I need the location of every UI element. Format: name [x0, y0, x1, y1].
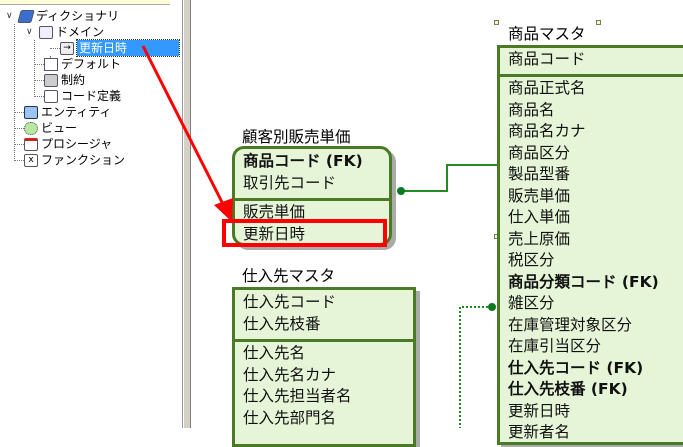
chevron-down-icon[interactable]: ∨: [26, 27, 33, 37]
attr: 商品名: [508, 100, 555, 119]
tree-label: ファンクション: [41, 153, 126, 167]
attr: 製品型番: [508, 165, 571, 183]
attr: 在庫管理対象区分: [508, 315, 633, 334]
attr: 更新日時: [243, 224, 306, 243]
attr: 仕入先枝番 (FK): [508, 380, 628, 398]
key-attr: 商品コード (FK): [243, 152, 363, 170]
tree-label: ディクショナリ: [36, 9, 120, 23]
entity-title: 仕入先マスタ: [242, 267, 336, 285]
relationship-lines: [397, 164, 497, 428]
attr: 更新日時: [508, 401, 571, 420]
key-attr: 仕入先コード: [243, 293, 337, 311]
tree-label: デフォルト: [61, 57, 122, 71]
key-attr: 商品コード: [508, 50, 586, 68]
attr: 商品正式名: [508, 79, 586, 97]
constraint-icon: [44, 73, 58, 87]
resize-handle[interactable]: [494, 20, 499, 25]
attr: 売上原価: [508, 229, 571, 248]
attr: 販売単価: [243, 203, 306, 221]
tree-label: 制約: [61, 73, 86, 87]
entity-title: 顧客別販売単価: [242, 128, 351, 146]
tree-item-update-datetime[interactable]: →更新日時: [60, 39, 180, 57]
entity-icon: [24, 105, 38, 119]
highlight-box: [222, 219, 387, 247]
domain-icon: [39, 25, 53, 39]
attr: 商品区分: [508, 143, 571, 162]
entity-customer-price[interactable]: 商品コード (FK) 取引先コード 販売単価更新日時: [232, 146, 392, 246]
attr: 在庫引当区分: [508, 337, 602, 355]
tree-item-entity[interactable]: エンティティ: [24, 104, 112, 120]
tree-item-view[interactable]: ビュー: [24, 120, 77, 136]
attr: 税区分: [508, 251, 555, 269]
attr: 仕入先名カナ: [243, 365, 337, 384]
tree-item-dictionary[interactable]: ∨ ディクショナリ: [6, 8, 119, 24]
tree-item-code-definition[interactable]: コード定義: [44, 88, 121, 104]
key-attr: 仕入先枝番: [243, 314, 321, 333]
tree-label: ビュー: [41, 121, 78, 135]
relationship-line-supplier[interactable]: [459, 306, 492, 428]
panel-splitter[interactable]: [183, 0, 191, 428]
chevron-down-icon[interactable]: ∨: [6, 11, 13, 21]
panel-header: [0, 0, 170, 5]
attr: 仕入単価: [508, 208, 571, 226]
attr: 雑区分: [508, 294, 555, 312]
tree-label: 更新日時: [76, 39, 180, 57]
tree-item-procedure[interactable]: プロシージャ: [24, 136, 112, 152]
tree-label: プロシージャ: [41, 137, 113, 151]
code-definition-icon: [44, 89, 58, 103]
relationship-dot: [397, 187, 405, 195]
tree-label: コード定義: [61, 89, 122, 103]
relationship-dot: [488, 303, 496, 311]
key-attr: 取引先コード: [243, 173, 337, 192]
tree-label: エンティティ: [41, 105, 112, 119]
arrow-head-icon: [214, 198, 233, 222]
attr: 販売単価: [508, 186, 571, 205]
dictionary-tree-panel: ∨ディクショナリ ∨ドメイン →更新日時 デフォルト 制約 コード定義 エンティ…: [0, 0, 183, 428]
tree-label: ドメイン: [56, 25, 105, 39]
attr: 商品分類コード (FK): [508, 272, 659, 291]
tree-item-domain[interactable]: ∨ ドメイン: [26, 24, 104, 40]
attr: 仕入先コード (FK): [508, 358, 644, 377]
entity-product[interactable]: 商品コード 商品正式名商品名商品名カナ商品区分製品型番販売単価仕入単価売上原価税…: [497, 45, 683, 445]
annotation-arrow: [141, 45, 233, 222]
default-icon: [44, 57, 58, 71]
attr: 仕入先名: [243, 344, 306, 362]
tree-item-default[interactable]: デフォルト: [44, 56, 121, 72]
relationship-line-product[interactable]: [400, 164, 497, 192]
arrow-domain-icon: →: [60, 41, 74, 55]
view-icon: [24, 121, 38, 135]
entity-supplier[interactable]: 仕入先コード仕入先枝番 仕入先名仕入先名カナ仕入先担当者名仕入先部門名: [232, 287, 416, 447]
attr: 仕入先担当者名: [243, 387, 352, 405]
entity-title: 商品マスタ: [508, 25, 586, 43]
attr: 仕入先部門名: [243, 408, 337, 427]
procedure-icon: [24, 137, 38, 151]
tree-item-constraint[interactable]: 制約: [44, 72, 85, 88]
function-icon: x: [24, 153, 38, 167]
resize-handle[interactable]: [596, 20, 601, 25]
attr: 商品名カナ: [508, 122, 586, 140]
